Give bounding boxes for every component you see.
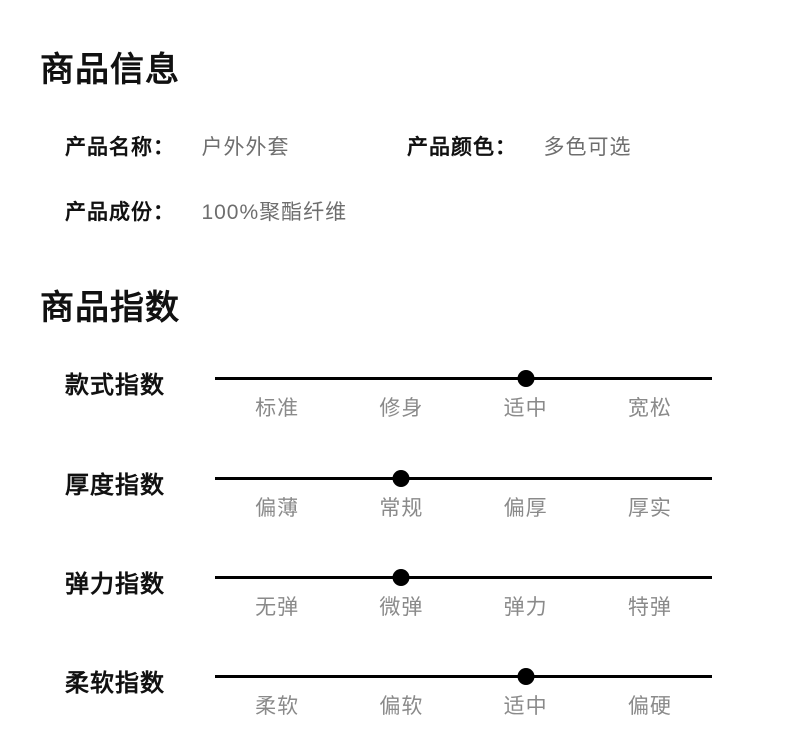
scale-option: 标准 bbox=[255, 397, 300, 420]
product-name-value: 户外外套 bbox=[201, 136, 290, 159]
scale-options: 柔软 偏软 适中 偏硬 bbox=[215, 690, 712, 720]
scale-option: 偏厚 bbox=[503, 497, 548, 520]
scale-track bbox=[215, 674, 712, 678]
product-color-label: 产品颜色： bbox=[407, 136, 517, 159]
product-composition-value: 100%聚酯纤维 bbox=[201, 201, 348, 224]
product-info-row: 产品名称： 户外外套 产品颜色： 多色可选 bbox=[0, 131, 790, 161]
scale-dot bbox=[392, 568, 410, 586]
scale-option: 宽松 bbox=[627, 397, 672, 420]
scale-label: 款式指数 bbox=[65, 372, 165, 399]
scale-option: 特弹 bbox=[627, 596, 672, 619]
scale-label: 厚度指数 bbox=[65, 472, 165, 499]
scale-option: 偏薄 bbox=[255, 497, 300, 520]
scale-area: 偏薄 常规 偏厚 厚实 bbox=[215, 430, 712, 530]
scale-dot bbox=[517, 667, 535, 685]
scale-row-thickness: 厚度指数 偏薄 常规 偏厚 厚实 bbox=[0, 430, 790, 530]
scale-option: 修身 bbox=[379, 397, 424, 420]
scale-option: 无弹 bbox=[255, 596, 300, 619]
scale-dot bbox=[392, 469, 410, 487]
scale-option: 适中 bbox=[503, 397, 548, 420]
product-color-field: 产品颜色： 多色可选 bbox=[407, 131, 631, 161]
product-composition-label: 产品成份： bbox=[65, 201, 175, 224]
scale-row-style: 款式指数 标准 修身 适中 宽松 bbox=[0, 330, 790, 430]
product-info-row: 产品成份： 100%聚酯纤维 bbox=[0, 196, 790, 226]
scale-option: 微弹 bbox=[379, 596, 424, 619]
scale-option: 柔软 bbox=[255, 695, 300, 718]
scale-options: 偏薄 常规 偏厚 厚实 bbox=[215, 492, 712, 522]
product-info-title: 商品信息 bbox=[40, 51, 180, 89]
scale-label: 弹力指数 bbox=[65, 571, 165, 598]
scale-track bbox=[215, 575, 712, 579]
scale-area: 柔软 偏软 适中 偏硬 bbox=[215, 628, 712, 728]
scale-label: 柔软指数 bbox=[65, 670, 165, 697]
product-name-label: 产品名称： bbox=[65, 136, 175, 159]
scale-dot bbox=[517, 369, 535, 387]
scale-option: 适中 bbox=[503, 695, 548, 718]
product-index-title: 商品指数 bbox=[40, 289, 180, 327]
scale-area: 标准 修身 适中 宽松 bbox=[215, 330, 712, 430]
product-composition-field: 产品成份： 100%聚酯纤维 bbox=[65, 196, 347, 226]
scale-option: 偏硬 bbox=[627, 695, 672, 718]
scale-options: 标准 修身 适中 宽松 bbox=[215, 392, 712, 422]
scale-row-elasticity: 弹力指数 无弹 微弹 弹力 特弹 bbox=[0, 529, 790, 629]
scale-track bbox=[215, 376, 712, 380]
scale-area: 无弹 微弹 弹力 特弹 bbox=[215, 529, 712, 629]
scale-option: 厚实 bbox=[627, 497, 672, 520]
scale-track bbox=[215, 476, 712, 480]
product-name-field: 产品名称： 户外外套 bbox=[65, 131, 289, 161]
scale-row-softness: 柔软指数 柔软 偏软 适中 偏硬 bbox=[0, 628, 790, 728]
scale-options: 无弹 微弹 弹力 特弹 bbox=[215, 591, 712, 621]
scale-option: 常规 bbox=[379, 497, 424, 520]
scale-option: 偏软 bbox=[379, 695, 424, 718]
product-color-value: 多色可选 bbox=[543, 136, 632, 159]
scale-option: 弹力 bbox=[503, 596, 548, 619]
